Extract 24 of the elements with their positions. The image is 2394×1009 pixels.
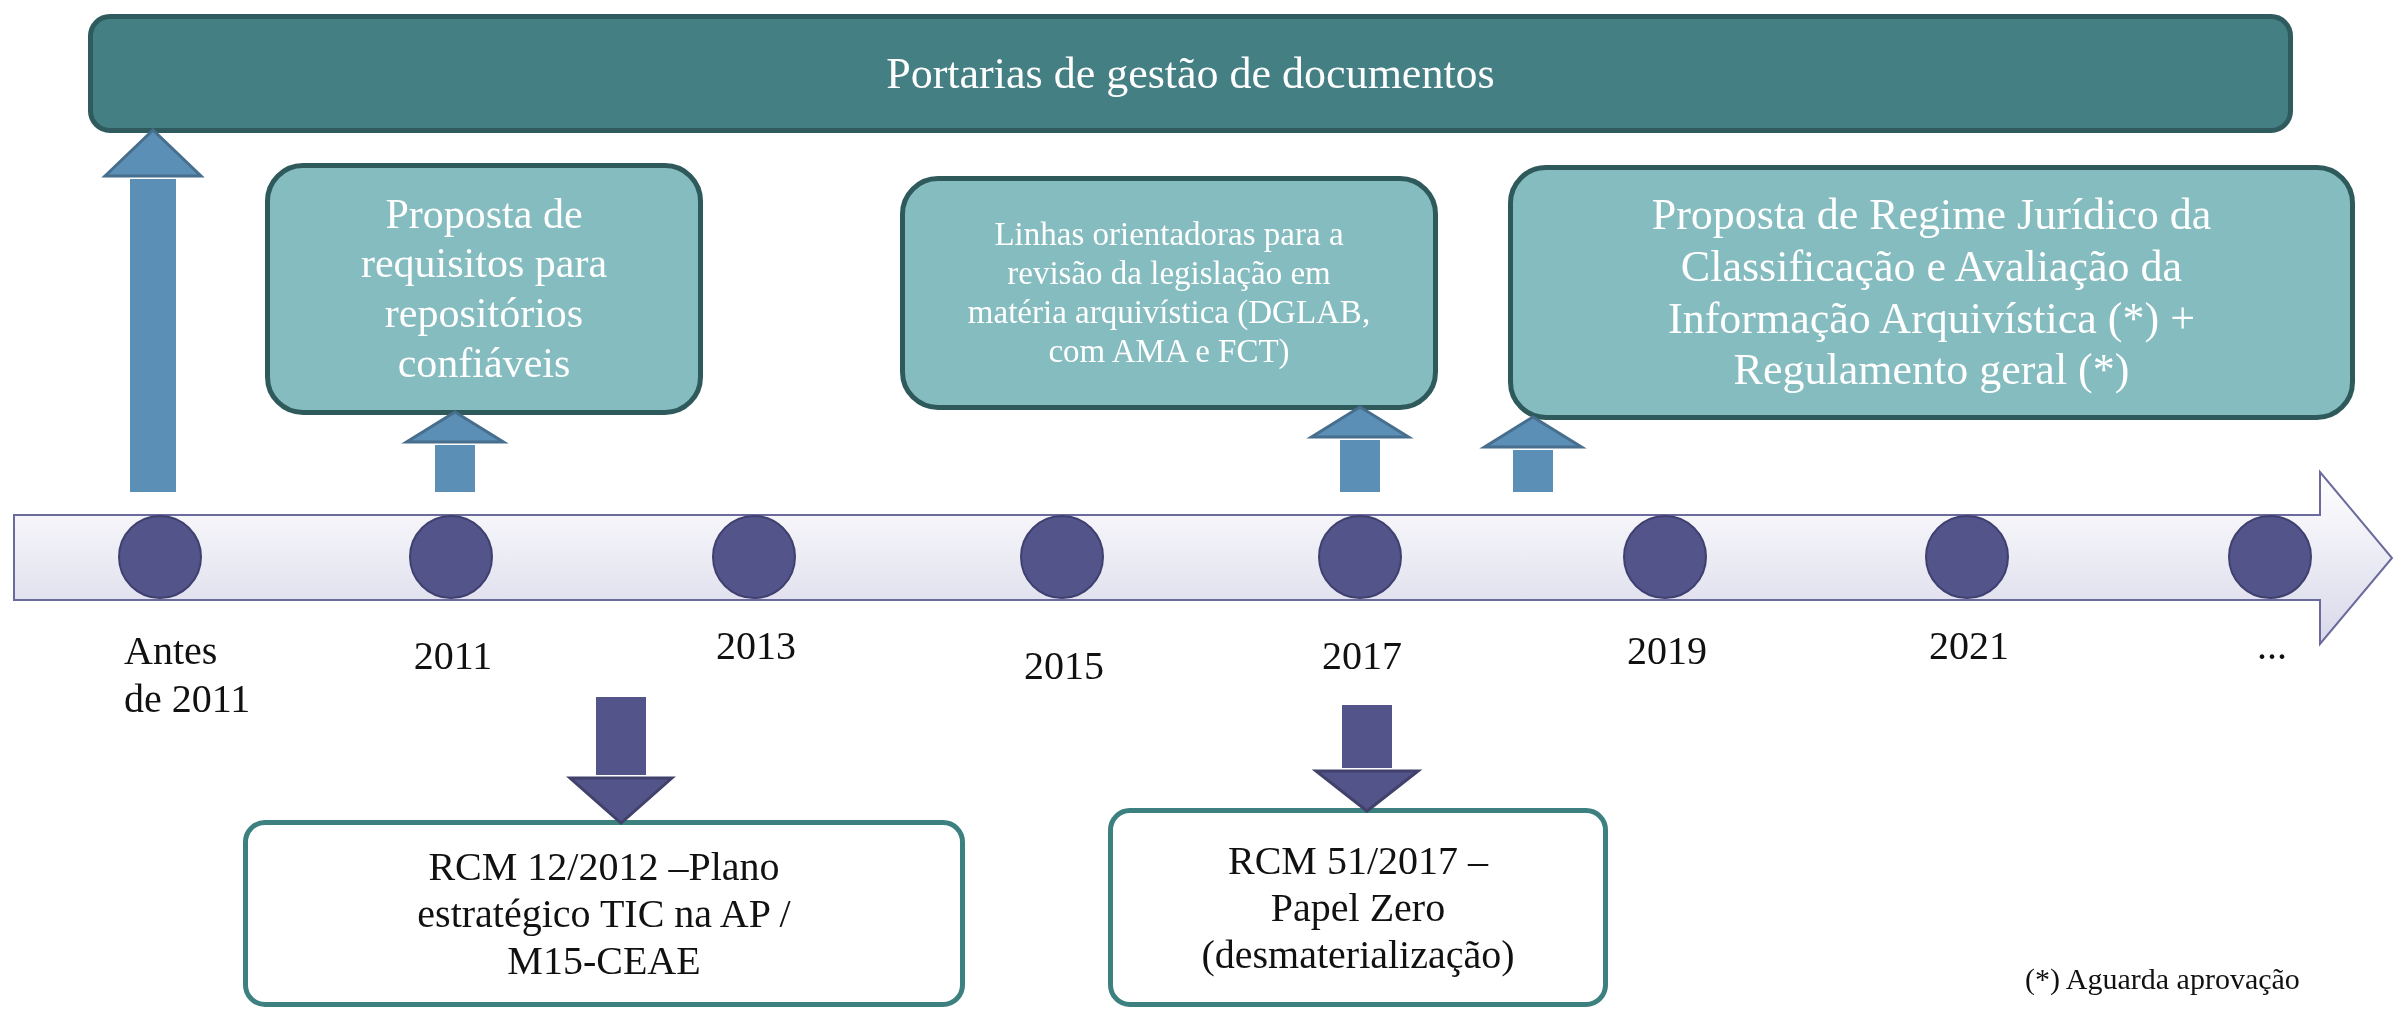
year-label: 2013 — [716, 622, 796, 670]
box-text: RCM 51/2017 – Papel Zero (desmaterialização) — [1201, 836, 1515, 979]
year-label: 2015 — [1024, 642, 1104, 690]
rounded-box — [265, 163, 703, 415]
rounded-box — [243, 820, 965, 1007]
rounded-box — [1108, 808, 1608, 1007]
block-arrow — [568, 697, 674, 825]
rounded-box — [1508, 165, 2355, 420]
box-text: Proposta de requisitos para repositórios confiáveis — [359, 189, 609, 388]
rounded-box — [900, 176, 1438, 410]
year-label: 2017 — [1322, 632, 1402, 680]
year-label: 2021 — [1929, 622, 2009, 670]
block-arrow — [1314, 705, 1420, 813]
banner-box — [88, 14, 2293, 133]
block-arrow — [103, 128, 203, 492]
footnote: (*) Aguarda aprovação — [2025, 962, 2300, 996]
year-label: 2019 — [1627, 627, 1707, 675]
box-text: Linhas orientadoras para a revisão da legislação em matéria arquivística (DGLAB, com AMA e FCT) — [966, 215, 1372, 371]
year-label: ... — [2257, 622, 2287, 670]
box-text: Portarias de gestão de documentos — [886, 47, 1495, 100]
year-label: 2011 — [413, 632, 493, 680]
year-label: Antes de 2011 — [124, 627, 252, 723]
box-text: Proposta de Regime Jurídico da Classificação e Avaliação da Informação Arquivística (*) + Regulamento geral (*) — [1650, 188, 2213, 397]
box-text: RCM 12/2012 –Plano estratégico TIC na AP / M15-CEAE — [416, 842, 792, 985]
